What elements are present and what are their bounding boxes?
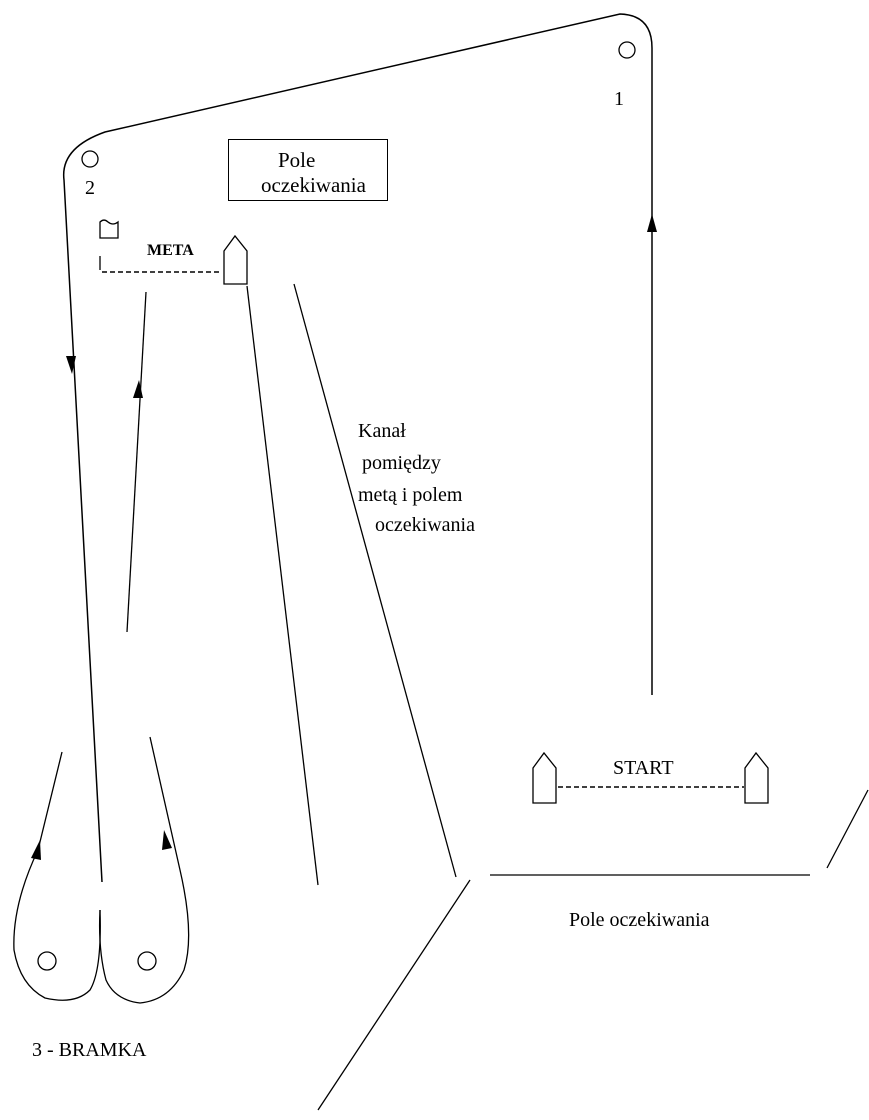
mark-2-label: 2 [85, 177, 95, 199]
gate-label: 3 - BRAMKA [32, 1039, 147, 1061]
waiting-area-top-line2: oczekiwania [261, 173, 366, 197]
finish-flag-icon [99, 219, 119, 239]
channel-label-line1: Kanał [358, 420, 406, 442]
return-leg-line [126, 291, 147, 633]
channel-label-line3: metą i polem [358, 484, 463, 506]
arrow-up-gate-left [31, 840, 41, 860]
finish-boat-icon [223, 234, 248, 285]
start-boat-right-icon [744, 751, 769, 804]
gate-mark-left-buoy [37, 951, 57, 971]
gate-mark-right-buoy [137, 951, 157, 971]
arrow-up-right-leg [647, 214, 657, 232]
channel-line-left [246, 285, 319, 886]
waiting-area-edge-right [826, 789, 869, 869]
start-label: START [613, 757, 674, 779]
channel-label-line4: oczekiwania [375, 514, 475, 536]
waiting-area-top-box: Pole oczekiwania [228, 139, 388, 201]
finish-label: META [147, 242, 194, 259]
arrow-up-gate-right [162, 830, 172, 850]
mark-1-buoy [618, 41, 636, 59]
arrow-down-left-leg [66, 356, 76, 374]
course-boundary-top [62, 13, 653, 883]
waiting-area-top-line1: Pole [278, 148, 316, 172]
gate-right-loop [98, 736, 190, 1004]
channel-label-line2: pomiędzy [362, 452, 441, 474]
waiting-area-bottom-label: Pole oczekiwania [569, 909, 710, 931]
arrow-up-return-leg [133, 380, 143, 398]
channel-line-right [293, 283, 457, 878]
mark-2-buoy [81, 150, 99, 168]
waiting-area-edge-left [317, 879, 471, 1111]
gate-left-loop [13, 751, 101, 1001]
mark-1-label: 1 [614, 88, 624, 110]
start-boat-left-icon [532, 751, 557, 804]
